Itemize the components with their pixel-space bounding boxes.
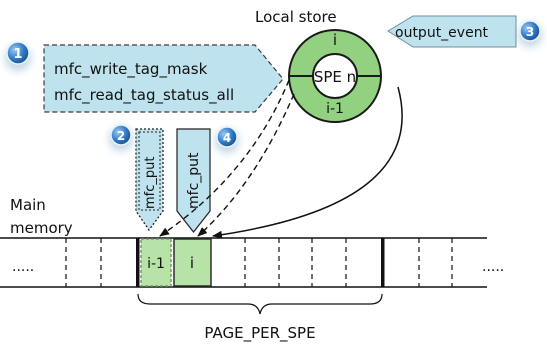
put-prev-callout [135, 128, 164, 232]
spe-block-left-boundary [136, 238, 140, 287]
ring-slot-i: i [333, 31, 337, 49]
output-event-label: output_event [395, 25, 489, 41]
badge-2 [110, 124, 132, 146]
put-prev-label: mfc_put [143, 157, 158, 209]
dma-arrow-curr-dashed [197, 93, 295, 237]
page-i-minus-1 [140, 238, 172, 287]
tag-op-write-mask: mfc_write_tag_mask [54, 60, 208, 79]
page-i [173, 238, 212, 287]
put-curr-callout [176, 128, 211, 233]
main-memory-label-1: Main [10, 196, 46, 214]
memory-left-ellipsis: ..... [12, 259, 34, 275]
tag-ops-callout [43, 44, 284, 113]
badge-3 [519, 20, 541, 42]
badge-4-label: 4 [223, 131, 231, 145]
badge-4 [216, 126, 238, 148]
put-curr-label: mfc_put [186, 152, 202, 209]
badge-1-label: 1 [13, 47, 22, 62]
page-span-brace [137, 293, 383, 315]
local-store-label: Local store [255, 8, 337, 26]
page-i-label: i [190, 254, 194, 272]
page-i-minus-1-label: i-1 [147, 256, 165, 272]
badge-2-label: 2 [117, 129, 125, 143]
badge-1 [6, 41, 30, 65]
output-event-callout [387, 15, 517, 48]
memory-page-dividers [65, 238, 453, 287]
spe-label: SPE n [314, 68, 356, 86]
badge-3-label: 3 [526, 25, 534, 39]
page-span-label: PAGE_PER_SPE [204, 324, 315, 343]
local-store-ring [288, 29, 382, 123]
spe-block-right-boundary [381, 238, 385, 287]
tag-op-read-status: mfc_read_tag_status_all [54, 86, 234, 105]
memory-right-ellipsis: ..... [482, 259, 504, 275]
main-memory-label-2: memory [10, 219, 73, 237]
dma-arrow-prev [159, 79, 290, 237]
ring-slot-i-minus-1: i-1 [326, 101, 344, 117]
dma-arrow-curr [212, 86, 403, 239]
